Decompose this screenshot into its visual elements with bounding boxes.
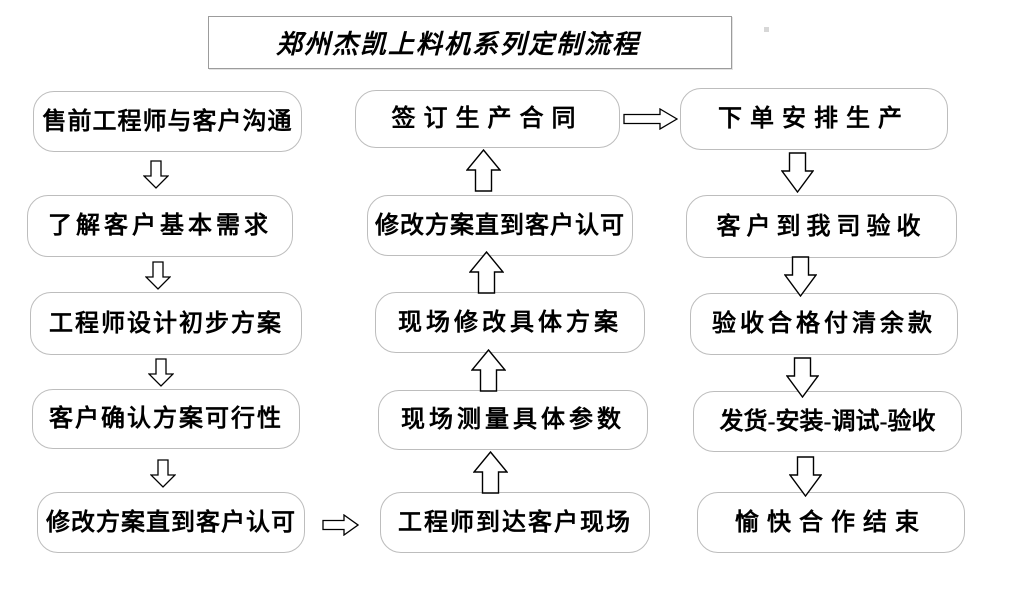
flow-node-right-5: 愉快合作结束 bbox=[697, 492, 965, 553]
flow-node-label: 客户到我司验收 bbox=[716, 213, 927, 240]
flow-node-label: 工程师设计初步方案 bbox=[49, 310, 283, 337]
flow-node-label: 验收合格付清余款 bbox=[712, 311, 936, 337]
flow-node-label: 下单安排生产 bbox=[718, 106, 910, 132]
arrow-down-icon bbox=[145, 261, 171, 290]
flow-node-right-4: 发货-安装-调试-验收 bbox=[693, 391, 962, 452]
flow-node-left-5: 修改方案直到客户认可 bbox=[37, 492, 305, 553]
flow-node-label: 现场测量具体参数 bbox=[401, 407, 625, 433]
flow-node-right-1: 下单安排生产 bbox=[680, 88, 948, 150]
arrow-up-icon bbox=[473, 451, 508, 494]
flow-node-left-2: 了解客户基本需求 bbox=[27, 195, 293, 257]
arrow-down-icon bbox=[784, 256, 817, 297]
flow-node-left-4: 客户确认方案可行性 bbox=[32, 389, 300, 449]
flow-node-label: 签订生产合同 bbox=[391, 106, 584, 132]
flow-node-label: 了解客户基本需求 bbox=[48, 213, 272, 239]
arrow-right-icon bbox=[623, 108, 678, 130]
arrow-down-icon bbox=[148, 358, 174, 387]
arrow-right-icon bbox=[322, 514, 359, 536]
flow-node-label: 愉快合作结束 bbox=[735, 509, 927, 536]
flow-node-middle-3: 现场修改具体方案 bbox=[375, 292, 645, 353]
page-title: 郑州杰凯上料机系列定制流程 bbox=[275, 30, 640, 59]
arrow-down-icon bbox=[789, 456, 822, 497]
arrow-up-icon bbox=[469, 251, 504, 294]
flow-node-label: 客户确认方案可行性 bbox=[49, 406, 283, 432]
flow-node-right-3: 验收合格付清余款 bbox=[690, 293, 958, 355]
flow-node-label: 现场修改具体方案 bbox=[398, 309, 622, 336]
arrow-up-icon bbox=[466, 149, 501, 192]
flow-node-left-1: 售前工程师与客户沟通 bbox=[33, 91, 302, 152]
arrow-down-icon bbox=[150, 459, 176, 488]
flow-node-label: 修改方案直到客户认可 bbox=[46, 509, 296, 536]
arrow-down-icon bbox=[786, 357, 819, 398]
flow-node-left-3: 工程师设计初步方案 bbox=[30, 292, 302, 355]
stray-mark bbox=[764, 27, 769, 32]
title-box: 郑州杰凯上料机系列定制流程 bbox=[208, 16, 732, 69]
flow-node-middle-1: 签订生产合同 bbox=[355, 90, 620, 148]
flow-node-label: 修改方案直到客户认可 bbox=[375, 212, 625, 239]
arrow-down-icon bbox=[143, 160, 169, 189]
flow-node-label: 发货-安装-调试-验收 bbox=[719, 408, 936, 435]
arrow-up-icon bbox=[471, 349, 506, 392]
flow-node-label: 售前工程师与客户沟通 bbox=[42, 108, 293, 135]
flow-node-middle-2: 修改方案直到客户认可 bbox=[367, 195, 633, 256]
flow-node-label: 工程师到达客户现场 bbox=[398, 509, 632, 536]
flow-node-right-2: 客户到我司验收 bbox=[686, 195, 957, 258]
flow-node-middle-4: 现场测量具体参数 bbox=[378, 390, 648, 450]
flow-node-middle-5: 工程师到达客户现场 bbox=[380, 492, 650, 553]
arrow-down-icon bbox=[781, 152, 814, 193]
